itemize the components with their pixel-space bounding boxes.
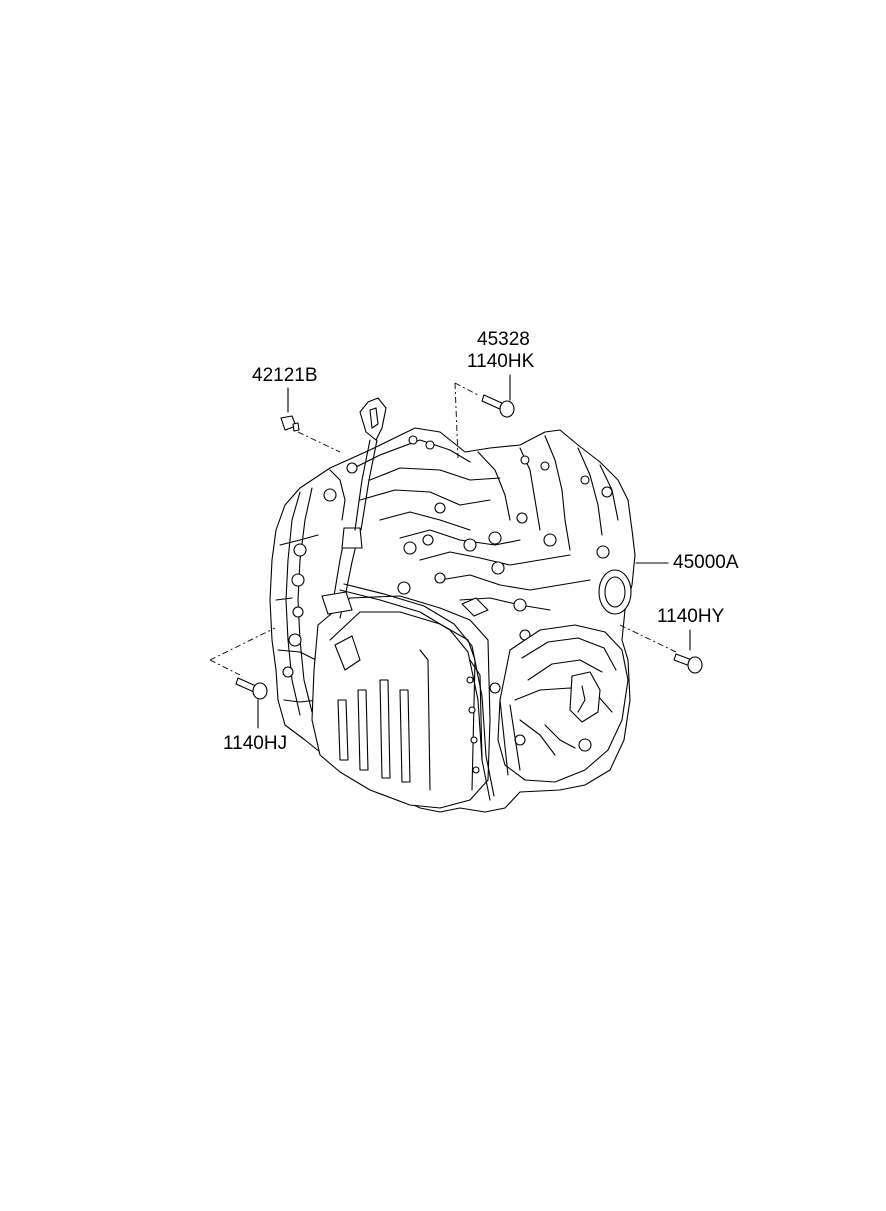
- callout-label-1140hy: 1140HY: [657, 606, 725, 627]
- bolt-1140hy: [673, 653, 703, 674]
- callout-label-1140hj: 1140HJ: [223, 733, 288, 754]
- callout-label-1140hk: 1140HK: [467, 351, 535, 372]
- leader-lines: [209, 374, 691, 729]
- bolt-42121b: [280, 415, 300, 432]
- callout-label-42121b: 42121B: [252, 365, 318, 386]
- output-seal: [598, 569, 632, 615]
- bell-housing: [497, 624, 629, 783]
- transmission-housing: [269, 397, 636, 813]
- bolt-1140hk: [481, 394, 515, 418]
- dipstick-tube: [321, 527, 363, 619]
- bolt-1140hj: [235, 677, 268, 700]
- housing-bosses: [282, 435, 613, 694]
- dipstick: [354, 397, 387, 531]
- callout-label-45328: 45328: [477, 329, 530, 350]
- callout-label-45000a: 45000A: [673, 552, 739, 573]
- oil-pan: [311, 595, 491, 809]
